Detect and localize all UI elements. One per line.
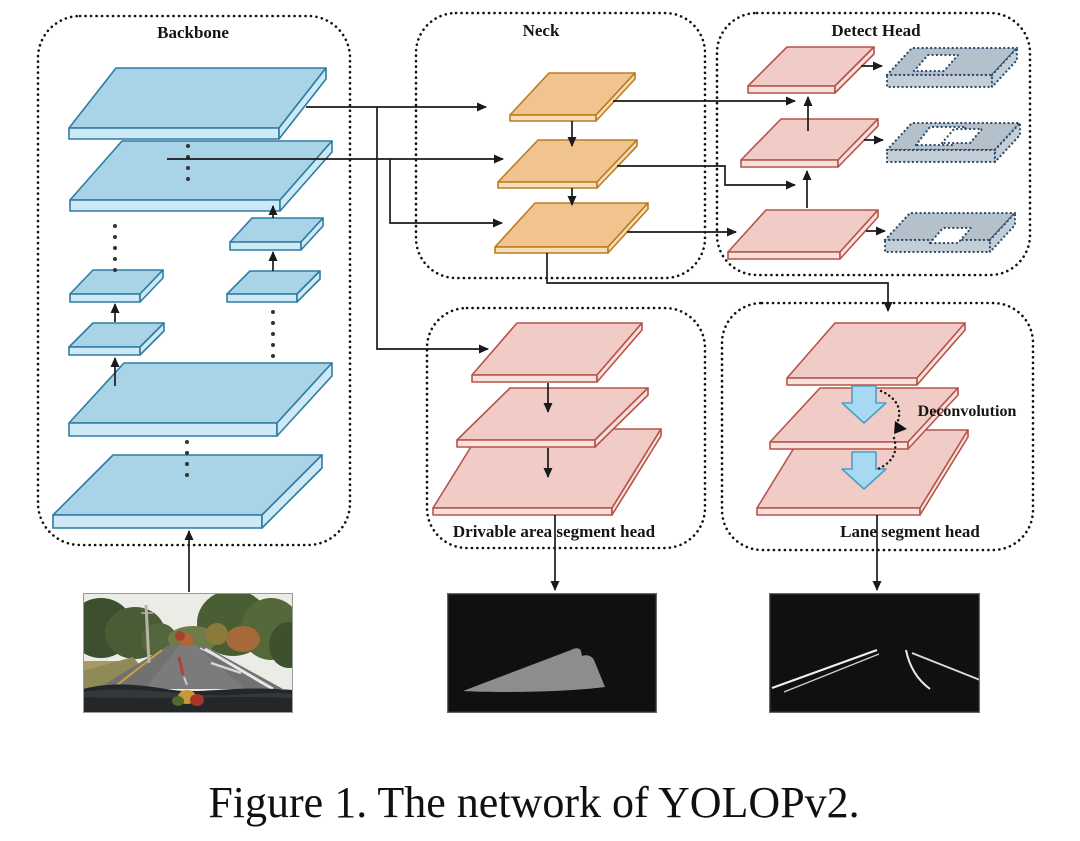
anchor-box [928,226,973,245]
backbone-ellipsis-dots [113,144,275,477]
backbone-block-2 [69,140,333,212]
lane-output-image [769,593,980,713]
backbone-small-block-left-lower [68,322,165,356]
backbone-block-1 [68,67,327,140]
backbone-small-block-right-upper [229,217,324,251]
detect-layer-3 [727,209,879,260]
anchor-box [912,53,960,73]
detect-output-map-3 [883,211,1017,254]
input-road-image [83,593,293,713]
drivable-layer-2 [456,387,649,448]
detect-head-label: Detect Head [831,21,921,40]
lane-head-label: Lane segment head [840,522,980,541]
backbone-small-block-right-lower [226,270,321,303]
anchor-box [940,127,984,145]
detect-layer-1 [747,46,875,94]
backbone-block-3 [68,362,333,437]
backbone-block-4 [52,454,323,529]
deconvolution-arrow-2 [841,451,887,490]
neck-layer-2 [497,139,638,189]
backbone-label: Backbone [157,23,229,42]
detect-output-map-2 [885,121,1022,164]
neck-layer-3 [494,202,649,254]
drivable-head-label: Drivable area segment head [452,522,656,541]
drivable-head-box [425,306,707,550]
deconvolution-arrow-1 [841,385,887,424]
figure-caption: Figure 1. The network of YOLOPv2. [208,778,860,827]
lane-layer-1 [786,322,966,386]
detect-layer-2 [740,118,879,168]
drivable-output-image [447,593,657,713]
deconvolution-label: Deconvolution [917,403,1017,420]
connection-arrows [110,61,893,592]
deconvolution-callout-arrow [876,389,907,471]
neck-label: Neck [522,21,560,40]
drivable-layer-1 [471,322,643,383]
backbone-box [36,14,352,547]
detect-head-box [715,11,1032,277]
backbone-to-neck3 [389,159,503,228]
neck-to-detect2 [617,165,796,190]
neck-to-lane-head [546,253,893,312]
backbone-to-drivable-head [376,107,489,354]
neck-layer-1 [509,72,636,122]
neck-box [414,11,707,280]
backbone-small-block-left-upper [69,269,164,303]
detect-output-map-1 [885,46,1019,89]
